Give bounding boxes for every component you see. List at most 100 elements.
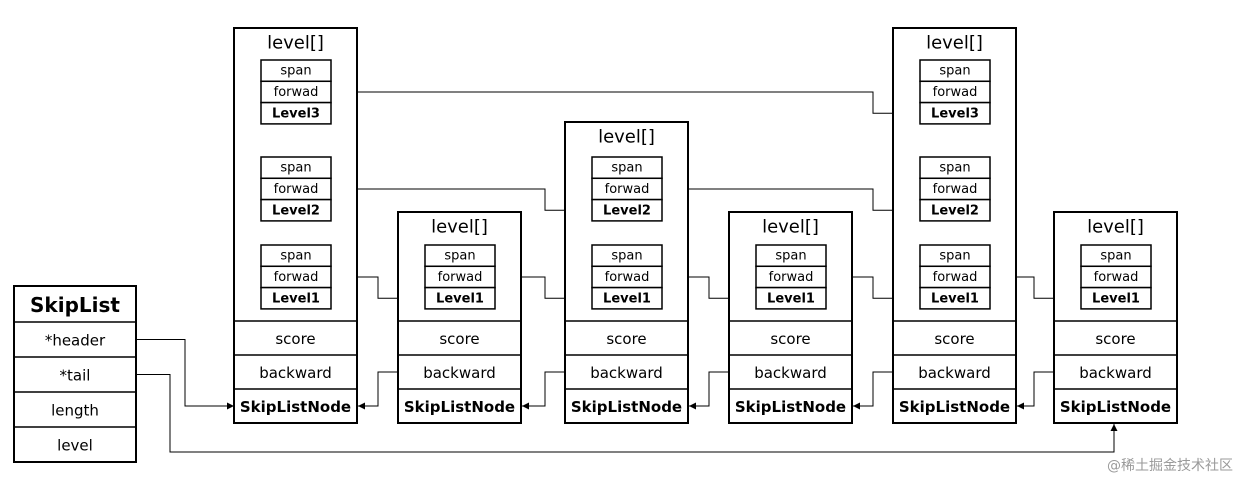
backward-pointer-arrow <box>1017 371 1056 410</box>
span-cell: span <box>280 64 311 79</box>
span-cell: span <box>280 161 311 176</box>
skiplist-struct: SkipList *header *tail length level <box>13 285 137 463</box>
forward-pointer-arrow <box>331 188 592 214</box>
span-cell: span <box>939 249 970 264</box>
backward-field: backward <box>754 364 827 382</box>
node-type-label: SkipListNode <box>1060 398 1171 416</box>
backward-field: backward <box>590 364 663 382</box>
level-name-cell: Level2 <box>931 203 979 218</box>
level-name-cell: Level2 <box>272 203 320 218</box>
node-type-label: SkipListNode <box>240 398 351 416</box>
header-pointer-arrow <box>136 339 234 410</box>
backward-field: backward <box>1079 364 1152 382</box>
score-field: score <box>1095 330 1135 348</box>
score-field: score <box>606 330 646 348</box>
level-name-cell: Level1 <box>272 291 320 306</box>
span-cell: span <box>775 249 806 264</box>
node-type-label: SkipListNode <box>899 398 1010 416</box>
level-name-cell: Level1 <box>1092 291 1140 306</box>
level-name-cell-box <box>260 101 332 125</box>
level-name-cell-box <box>755 286 827 310</box>
skiplist-field-tail: *tail <box>60 367 91 385</box>
forward-cell: forwad <box>605 270 650 285</box>
forward-pointer-arrow <box>662 188 920 214</box>
skiplist-frame <box>13 285 137 463</box>
node-frame <box>397 211 522 424</box>
level-name-cell: Level1 <box>767 291 815 306</box>
forward-cell: forwad <box>438 270 483 285</box>
level-name-cell-box <box>919 286 991 310</box>
span-cell: span <box>611 249 642 264</box>
score-field: score <box>275 330 315 348</box>
backward-pointer-arrow <box>853 371 895 410</box>
level-name-cell-box <box>591 286 663 310</box>
backward-field: backward <box>423 364 496 382</box>
level-name-cell-box <box>919 101 991 125</box>
forward-cell: forwad <box>1094 270 1139 285</box>
level-name-cell: Level3 <box>931 106 979 121</box>
score-field: score <box>439 330 479 348</box>
forward-cell: forwad <box>274 85 319 100</box>
forward-pointer-arrow <box>331 91 920 117</box>
level-name-cell: Level1 <box>603 291 651 306</box>
node-type-label: SkipListNode <box>735 398 846 416</box>
span-cell: span <box>444 249 475 264</box>
span-cell: span <box>1100 249 1131 264</box>
score-field: score <box>934 330 974 348</box>
span-cell: span <box>611 161 642 176</box>
forward-cell: forwad <box>605 182 650 197</box>
skiplist-node-n2: level[]spanforwadLevel1spanforwadLevel2s… <box>564 121 689 424</box>
skiplist-node-header: level[]spanforwadLevel1spanforwadLevel2s… <box>233 27 358 424</box>
skiplist-field-length: length <box>51 402 99 420</box>
level-name-cell-box <box>260 286 332 310</box>
level-array-label: level[] <box>598 127 655 148</box>
backward-field: backward <box>918 364 991 382</box>
backward-field: backward <box>259 364 332 382</box>
backward-pointer-arrow <box>358 371 400 410</box>
level-array-label: level[] <box>762 217 819 238</box>
backward-pointer-arrow <box>689 371 731 410</box>
level-array-label: level[] <box>431 217 488 238</box>
backward-pointer-arrow <box>522 371 567 410</box>
skiplist-field-level: level <box>57 437 93 455</box>
level-name-cell-box <box>260 198 332 222</box>
level-name-cell-box <box>424 286 496 310</box>
forward-cell: forwad <box>933 270 978 285</box>
span-cell: span <box>280 249 311 264</box>
skiplist-title: SkipList <box>30 293 120 317</box>
skiplist-field-header: *header <box>45 332 106 350</box>
node-type-label: SkipListNode <box>571 398 682 416</box>
forward-cell: forwad <box>933 85 978 100</box>
level-name-cell: Level3 <box>272 106 320 121</box>
tail-pointer-arrow <box>136 374 1118 453</box>
forward-cell: forwad <box>274 182 319 197</box>
span-cell: span <box>939 64 970 79</box>
nodes-layer: level[]spanforwadLevel1spanforwadLevel2s… <box>233 27 1178 424</box>
level-array-label: level[] <box>267 33 324 54</box>
node-frame <box>728 211 853 424</box>
level-name-cell: Level1 <box>931 291 979 306</box>
forward-cell: forwad <box>933 182 978 197</box>
level-name-cell: Level1 <box>436 291 484 306</box>
node-type-label: SkipListNode <box>404 398 515 416</box>
level-name-cell-box <box>1080 286 1152 310</box>
span-cell: span <box>939 161 970 176</box>
score-field: score <box>770 330 810 348</box>
level-array-label: level[] <box>1087 217 1144 238</box>
node-frame <box>892 27 1017 424</box>
forward-cell: forwad <box>769 270 814 285</box>
